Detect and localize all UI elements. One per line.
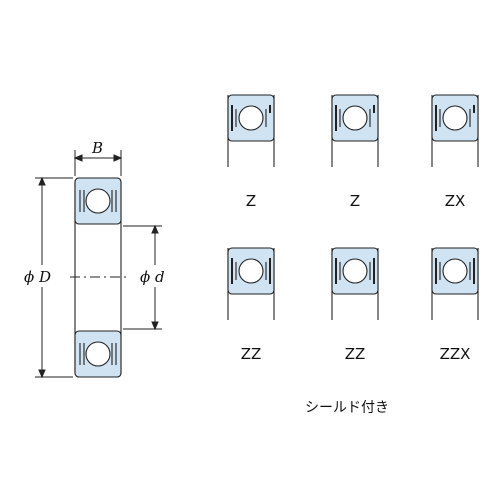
variant-cage xyxy=(439,262,471,280)
main-shield-bottom-right xyxy=(111,343,117,365)
variant-bearing xyxy=(227,94,275,167)
main-ball-bottom xyxy=(85,341,111,367)
variant-bearing xyxy=(331,247,379,320)
variant-cage xyxy=(339,109,371,127)
variant-bearing xyxy=(431,247,479,320)
variant-label: ZZX xyxy=(440,345,471,363)
main-ball-top xyxy=(85,188,111,214)
main-shield-top-right xyxy=(111,190,117,212)
variant-ball xyxy=(442,258,468,284)
variant-label: ZZ xyxy=(345,345,366,363)
variant-bearing xyxy=(331,94,379,167)
variant-cage xyxy=(339,262,371,280)
variant-ball xyxy=(238,258,264,284)
variant-label: Z xyxy=(350,192,360,210)
variant-ball xyxy=(342,105,368,131)
main-bearing-section xyxy=(70,177,128,378)
caption: シールド付き xyxy=(305,400,389,416)
variant-ball xyxy=(342,258,368,284)
dimension-b-label: B xyxy=(91,139,103,157)
dimension-b xyxy=(73,150,123,176)
variant-label: ZX xyxy=(445,192,466,210)
variant-cage xyxy=(235,262,267,280)
variant-bearing xyxy=(431,94,479,167)
dimension-bore-label: ϕ d xyxy=(140,268,165,286)
main-shield-top-left xyxy=(79,190,85,212)
variant-cage xyxy=(235,109,267,127)
variant-ball xyxy=(442,105,468,131)
variant-label: ZZ xyxy=(241,345,262,363)
dimension-outer-diameter-label: ϕ D xyxy=(24,268,51,286)
variant-label: Z xyxy=(246,192,256,210)
variant-ball xyxy=(238,105,264,131)
variant-bearing xyxy=(227,247,275,320)
main-shield-bottom-left xyxy=(79,343,85,365)
variant-cage xyxy=(439,109,471,127)
